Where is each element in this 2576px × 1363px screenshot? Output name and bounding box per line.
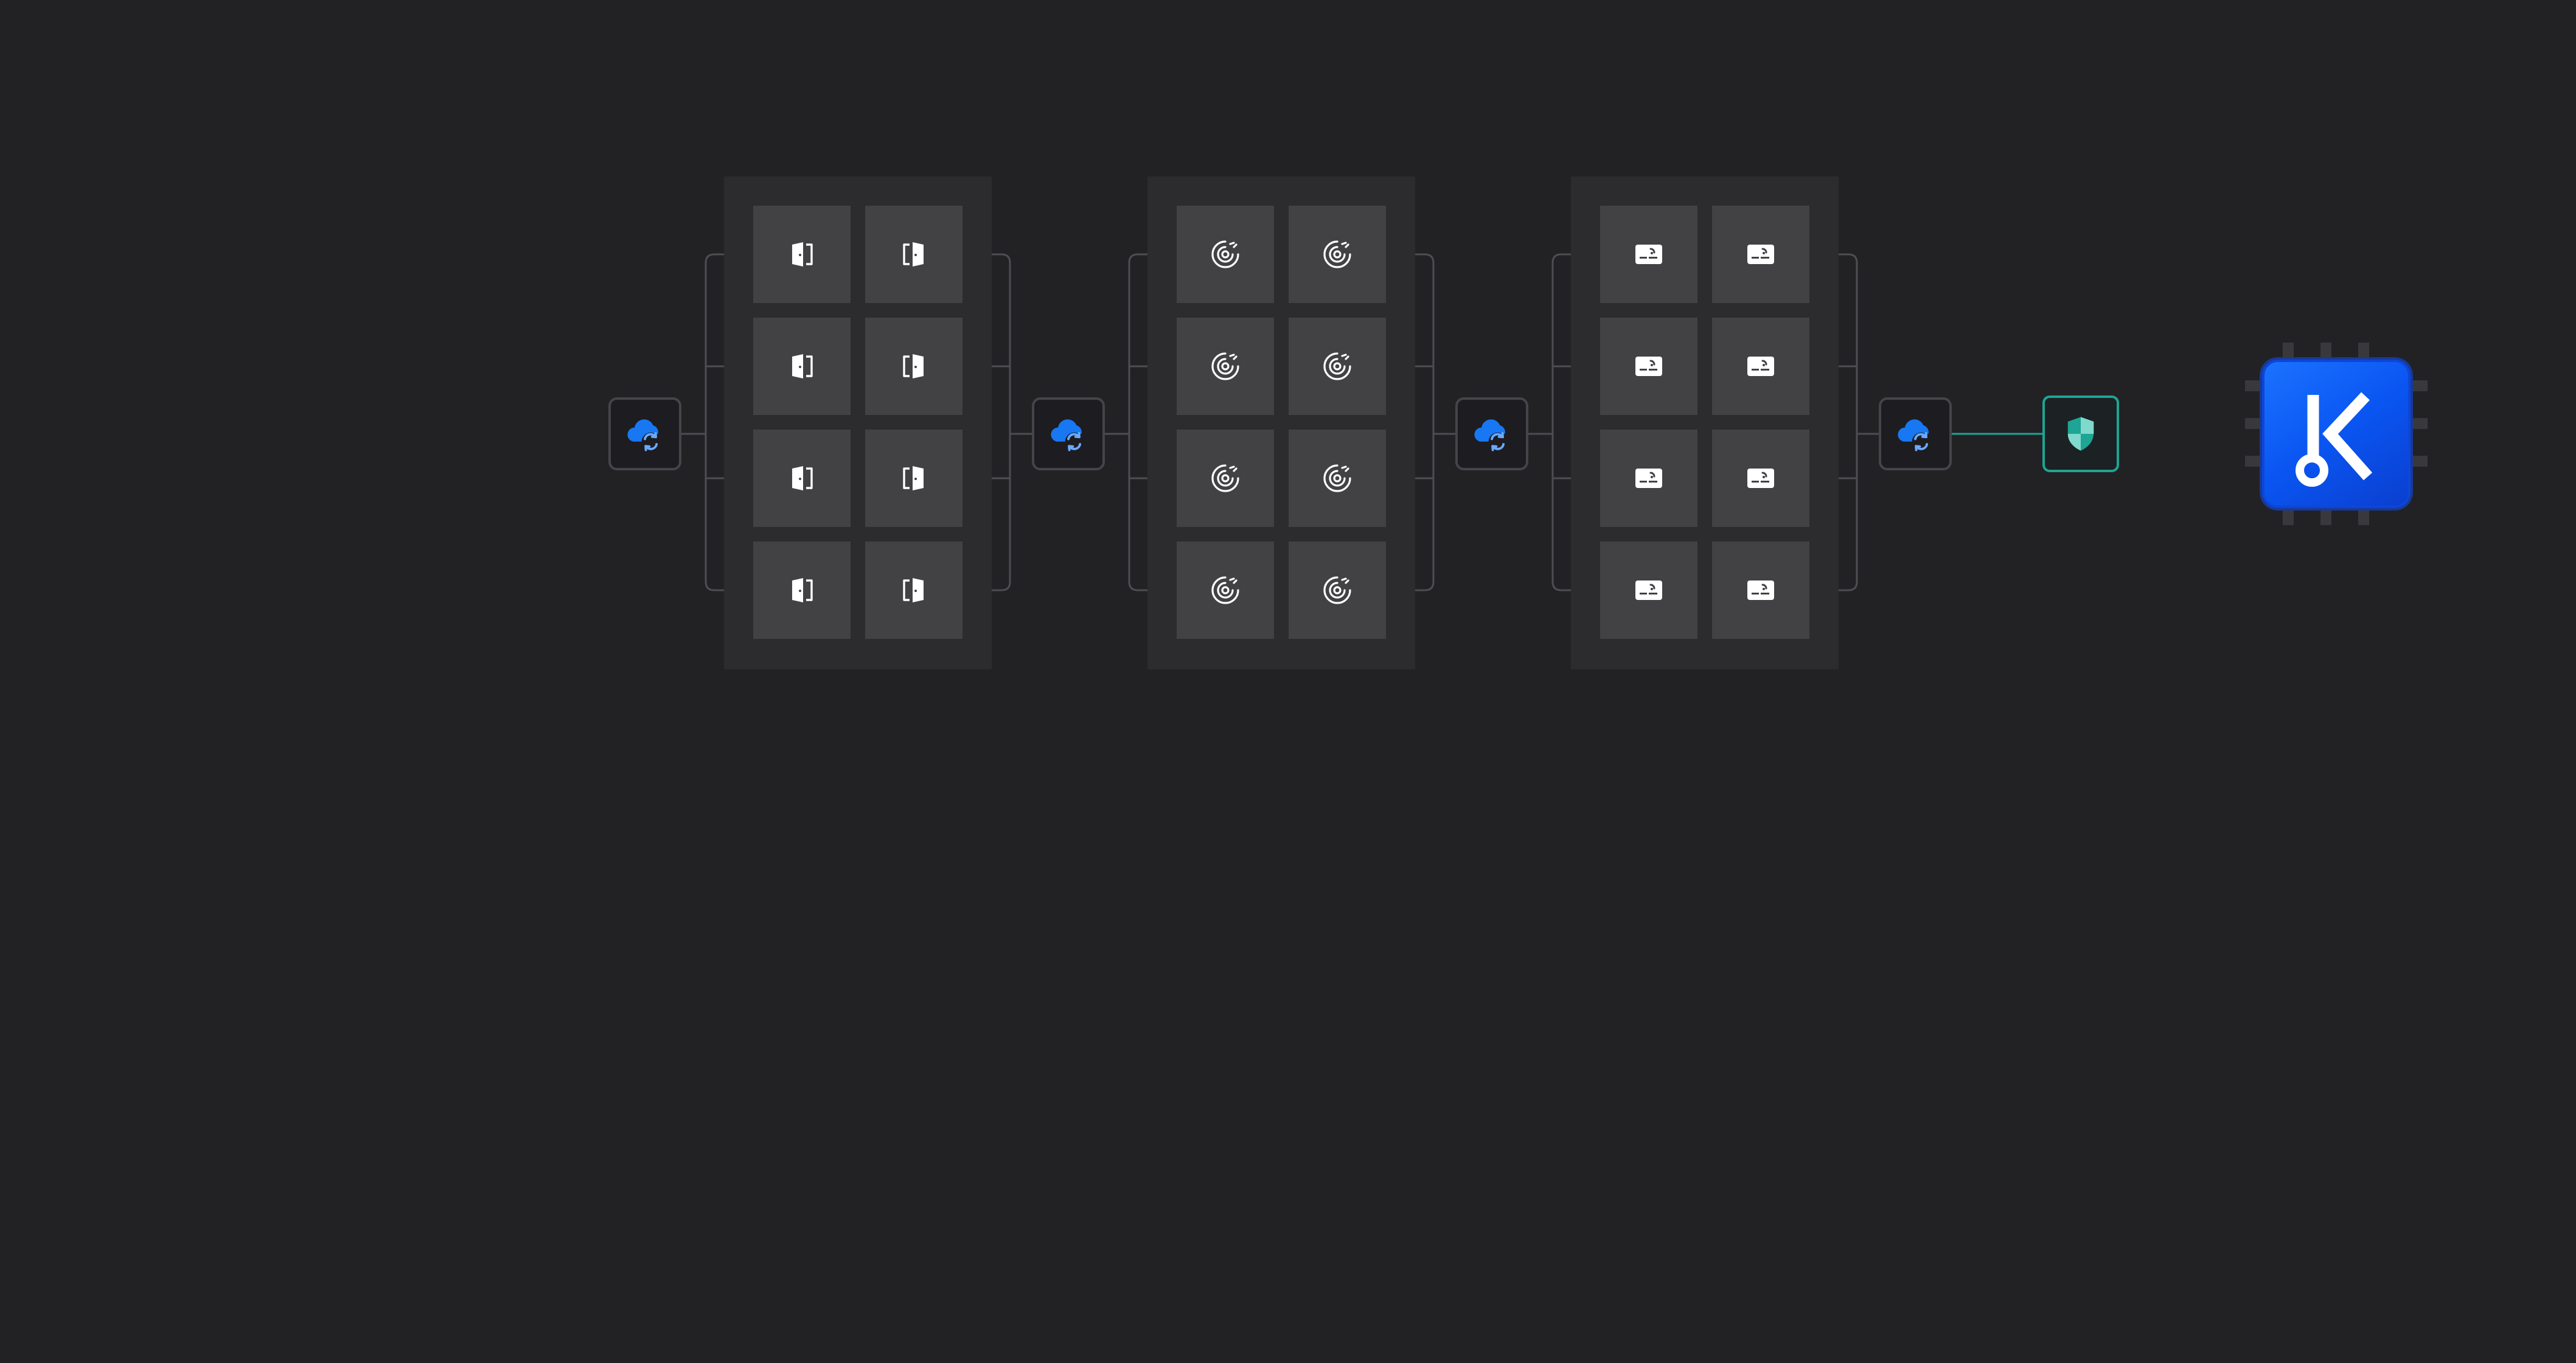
door-icon: [899, 576, 928, 605]
door-icon: [787, 464, 816, 493]
device-tile[interactable]: [1712, 318, 1809, 415]
panel-output-bracket: [992, 253, 1011, 591]
cloud-sync-icon: [1048, 413, 1089, 455]
chip-pin: [2358, 507, 2369, 525]
device-tile[interactable]: [1289, 430, 1386, 527]
panel-output-bracket: [1839, 253, 1858, 591]
device-tile[interactable]: [753, 542, 851, 639]
chip-pin: [2409, 456, 2428, 467]
device-tile[interactable]: [865, 430, 963, 527]
chip-pin: [2320, 343, 2331, 361]
device-tile[interactable]: [753, 206, 851, 303]
device-tile[interactable]: [1712, 542, 1809, 639]
sensor-icon: [1210, 350, 1241, 382]
sensor-icon: [1210, 574, 1241, 606]
device-tile[interactable]: [1289, 542, 1386, 639]
door-icon: [787, 352, 816, 381]
chip-pin: [2358, 343, 2369, 361]
security-node[interactable]: [2042, 396, 2119, 472]
panel-input-bracket: [705, 253, 724, 591]
hub-chip-face: [2269, 367, 2403, 501]
device-tile[interactable]: [1712, 430, 1809, 527]
device-tile[interactable]: [1600, 318, 1697, 415]
cloud-sync-node[interactable]: [1879, 397, 1952, 470]
sensor-icon: [1321, 574, 1353, 606]
cloud-sync-icon: [1471, 413, 1513, 455]
door-icon: [787, 240, 816, 269]
card-reader-icon: [1632, 350, 1665, 383]
device-tile[interactable]: [1289, 206, 1386, 303]
door-icon: [899, 464, 928, 493]
device-tile[interactable]: [1712, 206, 1809, 303]
sensor-icon: [1210, 239, 1241, 270]
door-icon: [787, 576, 816, 605]
device-tile[interactable]: [1177, 542, 1274, 639]
card-reader-icon: [1632, 574, 1665, 607]
shield-icon: [2060, 413, 2101, 455]
chip-pin: [2409, 380, 2428, 391]
hub-chip-body: [2262, 360, 2411, 508]
chip-pin: [2245, 418, 2263, 429]
sensor-icon: [1210, 462, 1241, 494]
chip-pin: [2245, 380, 2263, 391]
door-icon: [899, 240, 928, 269]
cloud-sync-node[interactable]: [1455, 397, 1528, 470]
cloud-sync-node[interactable]: [1032, 397, 1105, 470]
card-reader-icon: [1744, 238, 1777, 271]
panel-input-bracket: [1128, 253, 1147, 591]
device-tile[interactable]: [1600, 430, 1697, 527]
key-logo-icon: [2275, 373, 2397, 495]
reader-panel: [1571, 176, 1839, 669]
hub-chip[interactable]: [2245, 343, 2428, 525]
device-tile[interactable]: [1600, 542, 1697, 639]
card-reader-icon: [1744, 462, 1777, 495]
card-reader-icon: [1744, 574, 1777, 607]
chip-pin: [2283, 343, 2294, 361]
device-tile[interactable]: [753, 430, 851, 527]
sensor-icon: [1321, 462, 1353, 494]
device-tile[interactable]: [865, 542, 963, 639]
device-tile[interactable]: [753, 318, 851, 415]
chip-pin: [2245, 456, 2263, 467]
card-reader-icon: [1744, 350, 1777, 383]
cloud-sync-icon: [1895, 413, 1936, 455]
panel-output-bracket: [1415, 253, 1435, 591]
device-tile[interactable]: [1289, 318, 1386, 415]
door-icon: [899, 352, 928, 381]
card-reader-icon: [1632, 462, 1665, 495]
device-tile[interactable]: [1600, 206, 1697, 303]
device-tile[interactable]: [1177, 318, 1274, 415]
device-tile[interactable]: [1177, 430, 1274, 527]
chip-pin: [2283, 507, 2294, 525]
panel-input-bracket: [1551, 253, 1571, 591]
device-tile[interactable]: [865, 206, 963, 303]
device-tile[interactable]: [865, 318, 963, 415]
cloud-sync-icon: [624, 413, 666, 455]
card-reader-icon: [1632, 238, 1665, 271]
device-tile[interactable]: [1177, 206, 1274, 303]
door-panel: [724, 176, 992, 669]
sensor-panel: [1147, 176, 1415, 669]
sensor-icon: [1321, 239, 1353, 270]
sensor-icon: [1321, 350, 1353, 382]
chip-pin: [2409, 418, 2428, 429]
cloud-sync-node[interactable]: [608, 397, 681, 470]
chip-pin: [2320, 507, 2331, 525]
